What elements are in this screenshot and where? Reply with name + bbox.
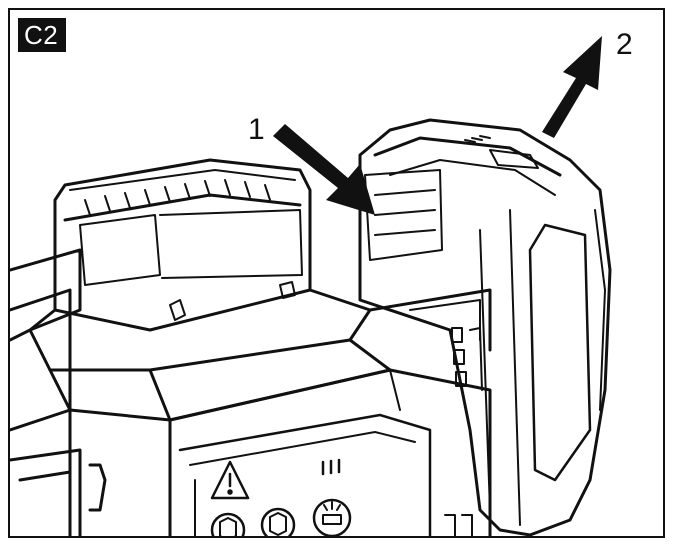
button-cube-icon xyxy=(210,512,246,536)
figure-label: C2 xyxy=(18,18,67,52)
warning-triangle-icon xyxy=(210,460,250,500)
laser-level-body xyxy=(10,158,492,536)
battery-light-icon xyxy=(312,498,352,536)
led-indicator-icon xyxy=(321,458,341,476)
callout-1: 1 xyxy=(248,113,265,146)
laser-level-illustration xyxy=(10,36,612,536)
figure-frame: C2 1 2 xyxy=(8,8,665,538)
button-cube-icon xyxy=(260,507,296,536)
battery-pack xyxy=(358,118,612,536)
arrow-2-icon xyxy=(542,36,602,138)
callout-2: 2 xyxy=(616,28,633,61)
arrow-1-icon xyxy=(273,124,375,215)
